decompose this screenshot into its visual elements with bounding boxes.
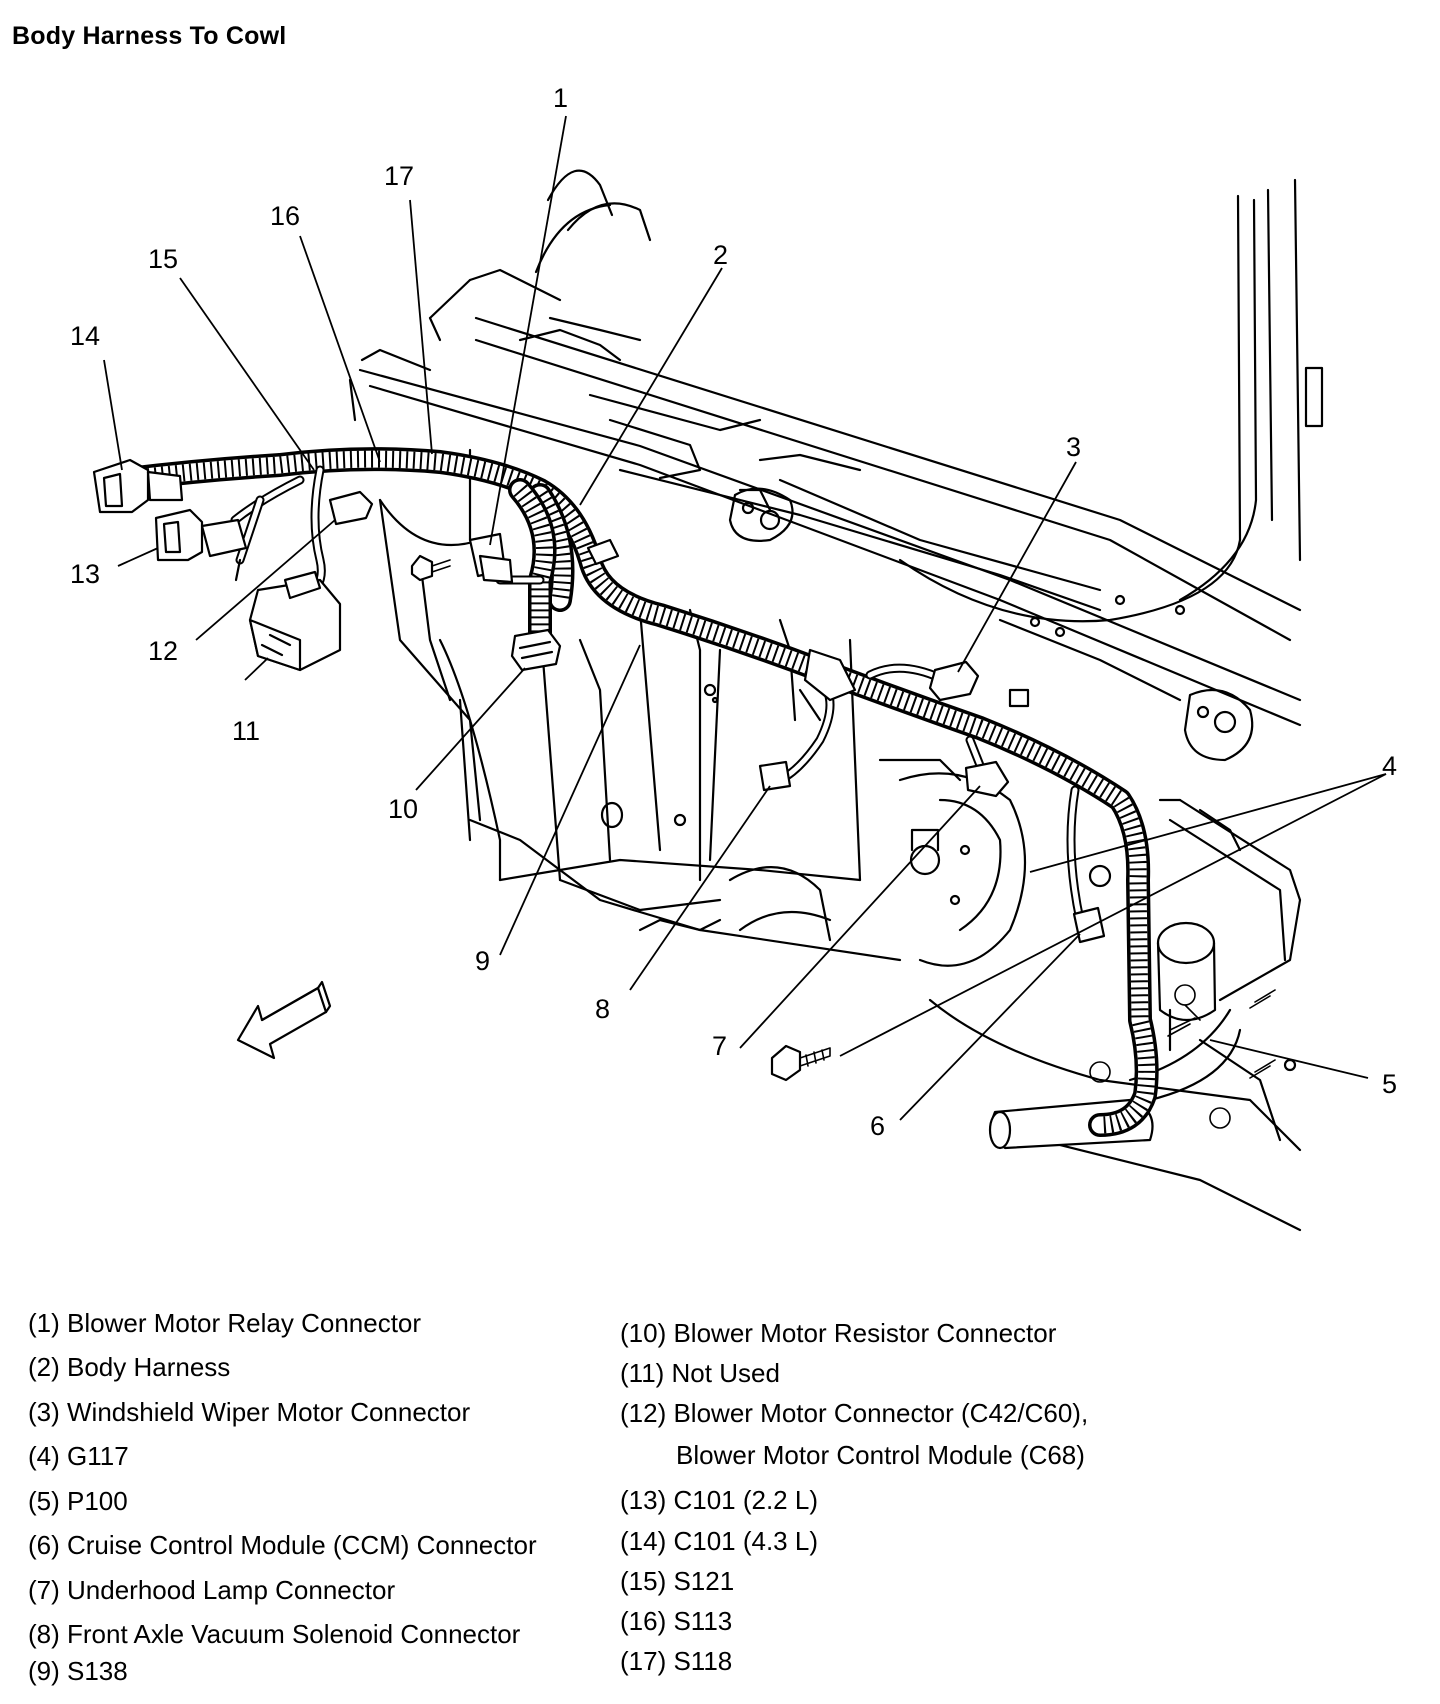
- legend-item-12-cont: Blower Motor Control Module (C68): [676, 1440, 1085, 1470]
- callouts: 1 2 3 4 5 6 7 8 9 10 11 12 13 14 15 16 1…: [70, 83, 1397, 1141]
- callout-4: 4: [1382, 751, 1397, 781]
- legend-item-2: (2) Body Harness: [28, 1352, 231, 1382]
- callout-15: 15: [148, 244, 178, 274]
- callout-12: 12: [148, 636, 178, 666]
- legend-item-5: (5) P100: [28, 1486, 128, 1516]
- legend-item-1: (1) Blower Motor Relay Connector: [28, 1308, 422, 1338]
- legend-item-14: (14) C101 (4.3 L): [620, 1526, 818, 1556]
- harness-diagram: 1 2 3 4 5 6 7 8 9 10 11 12 13 14 15 16 1…: [70, 83, 1397, 1232]
- callout-6: 6: [870, 1111, 885, 1141]
- legend-item-7: (7) Underhood Lamp Connector: [28, 1575, 396, 1605]
- leader-lines: [103, 115, 1387, 1121]
- legend-item-16: (16) S113: [620, 1606, 733, 1636]
- callout-2: 2: [713, 240, 728, 270]
- cowl-structure: [236, 169, 1324, 1232]
- legend-item-4: (4) G117: [28, 1441, 129, 1471]
- callout-14: 14: [70, 321, 100, 351]
- callout-8: 8: [595, 994, 610, 1024]
- callout-3: 3: [1066, 432, 1081, 462]
- callout-7: 7: [712, 1031, 727, 1061]
- callout-5: 5: [1382, 1069, 1397, 1099]
- callout-1: 1: [553, 83, 568, 113]
- legend-item-3: (3) Windshield Wiper Motor Connector: [28, 1397, 471, 1427]
- callout-10: 10: [388, 794, 418, 824]
- callout-13: 13: [70, 559, 100, 589]
- connectors: [92, 458, 1112, 944]
- callout-9: 9: [475, 946, 490, 976]
- callout-11: 11: [232, 716, 260, 746]
- legend-item-12: (12) Blower Motor Connector (C42/C60),: [620, 1398, 1089, 1428]
- callout-17: 17: [384, 161, 414, 191]
- legend-item-10: (10) Blower Motor Resistor Connector: [620, 1318, 1057, 1348]
- legend-item-11: (11) Not Used: [620, 1358, 780, 1388]
- legend-item-9: (9) S138: [28, 1656, 128, 1686]
- legend-item-8: (8) Front Axle Vacuum Solenoid Connector: [28, 1619, 521, 1649]
- legend-item-17: (17) S118: [620, 1646, 733, 1676]
- callout-16: 16: [270, 201, 300, 231]
- page-title: Body Harness To Cowl: [12, 22, 287, 50]
- body-harness: [108, 447, 1159, 1137]
- legend-item-6: (6) Cruise Control Module (CCM) Connecto…: [28, 1530, 537, 1560]
- legend-item-15: (15) S121: [620, 1566, 735, 1596]
- legend-item-13: (13) C101 (2.2 L): [620, 1485, 818, 1515]
